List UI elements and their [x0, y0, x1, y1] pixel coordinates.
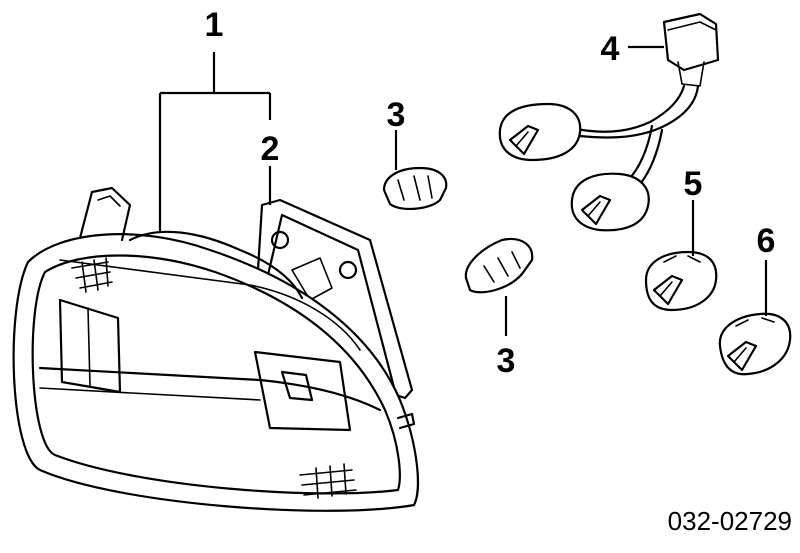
callout-1: 1 — [205, 6, 224, 44]
wiring-harness — [498, 12, 720, 232]
callout-5: 5 — [684, 165, 703, 203]
wedge-bulb-lower — [464, 237, 534, 294]
leader-lines — [158, 45, 768, 336]
callout-2: 2 — [261, 130, 280, 168]
callout-3-upper: 3 — [387, 96, 406, 134]
diagram-number: 032-02729 — [668, 506, 792, 536]
bulb-socket-a — [644, 250, 718, 312]
lamp-assembly — [12, 186, 419, 512]
wedge-bulb-upper — [382, 166, 448, 210]
callout-4: 4 — [601, 30, 620, 68]
callout-6: 6 — [757, 222, 776, 260]
callout-3-lower: 3 — [497, 342, 516, 380]
bulb-socket-b — [718, 312, 792, 376]
